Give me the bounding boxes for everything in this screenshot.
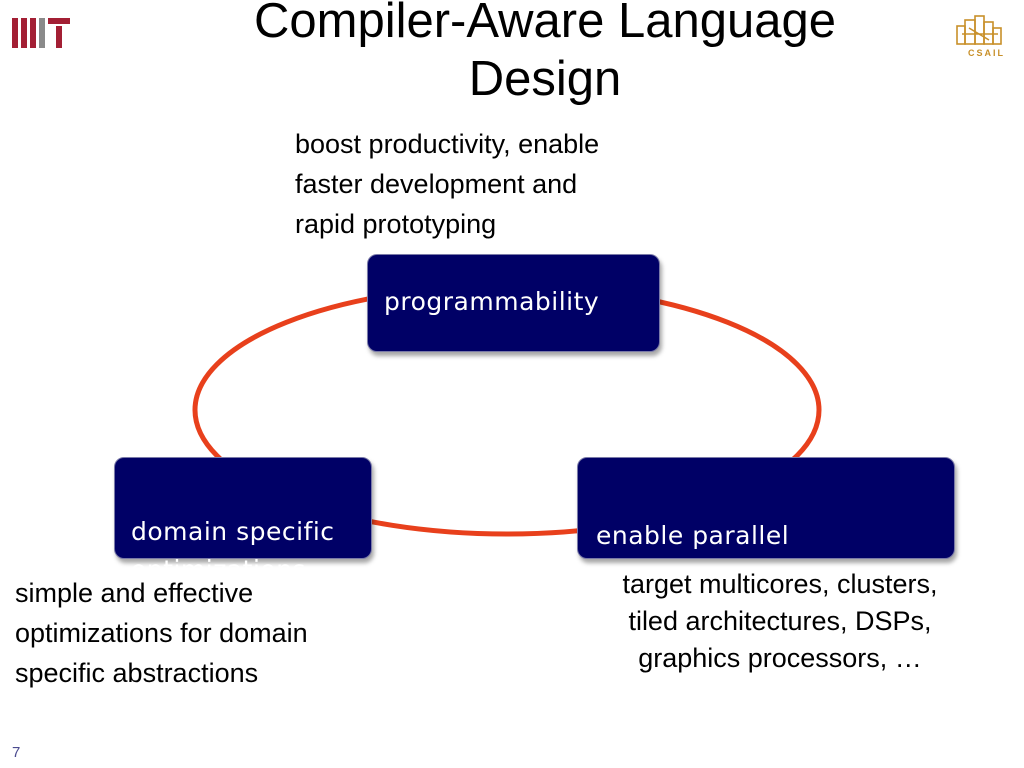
csail-wordmark: CSAIL [968, 48, 1005, 58]
mit-logo [12, 14, 70, 48]
slide-title: Compiler-Aware Language Design [254, 0, 836, 106]
programmability-label: programmability [384, 287, 600, 316]
parallel-execution-node: enable parallel execution [577, 457, 955, 594]
parallel-execution-label: enable parallel execution [596, 521, 790, 594]
programmability-description: boost productivity, enable faster develo… [295, 129, 600, 239]
csail-logo [956, 15, 1002, 45]
domain-specific-description: simple and effective optimizations for d… [15, 578, 308, 688]
domain-specific-label: domain specific optimizations [131, 517, 335, 584]
domain-specific-node: domain specific optimizations [114, 457, 372, 584]
programmability-node: programmability [367, 254, 660, 352]
parallel-execution-description: target multicores, clusters, tiled archi… [622, 569, 938, 673]
page-number: 7 [12, 744, 21, 761]
